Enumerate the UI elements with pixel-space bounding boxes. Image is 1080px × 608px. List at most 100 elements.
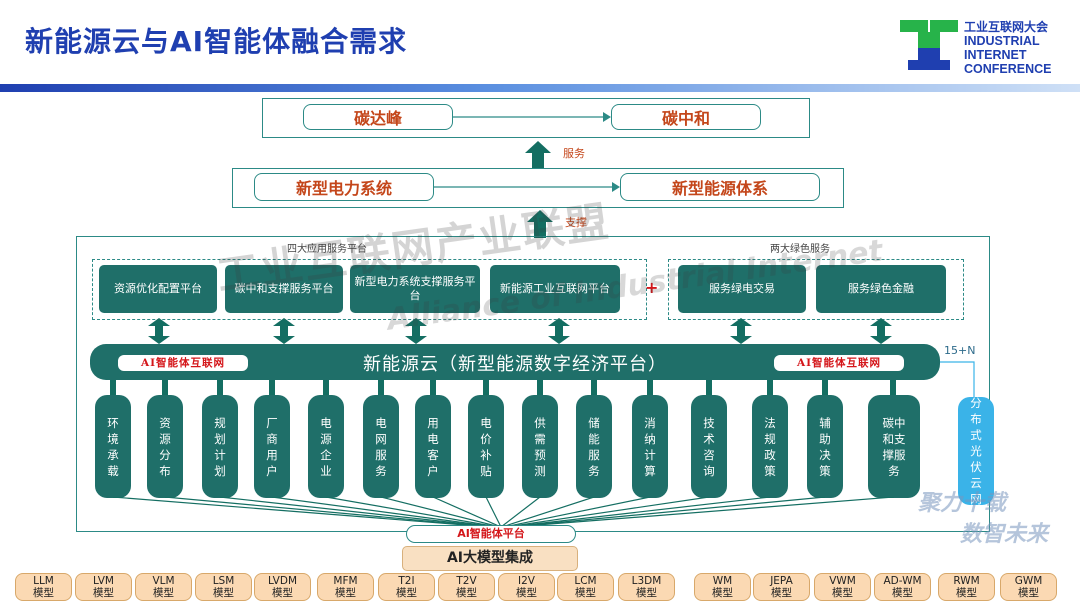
model-name: WM: [712, 575, 733, 587]
model-name: AD-WM: [883, 575, 922, 587]
column-8: 供需预测: [522, 395, 558, 498]
model-sub: 模型: [396, 587, 417, 599]
arrow-right-icon: [434, 182, 620, 192]
support-label: 支撑: [565, 216, 587, 229]
ai-agent-internet-left: AI智能体互联网: [118, 355, 248, 371]
column-4: 电源企业: [308, 395, 344, 498]
model-sub: 模型: [153, 587, 174, 599]
model-name: JEPA: [770, 575, 793, 587]
logo-en-2: INTERNET: [964, 48, 1027, 62]
double-arrow-icon: [730, 318, 752, 344]
double-arrow-icon: [273, 318, 295, 344]
arrow-right-icon: [453, 112, 611, 122]
goal-neutral: 碳中和: [611, 104, 761, 130]
page-title: 新能源云与AI智能体融合需求: [25, 25, 408, 58]
slogan-line-1: 聚力十载: [918, 491, 1007, 516]
logo-en-3: CONFERENCE: [964, 62, 1052, 76]
plus-sign: +: [645, 278, 659, 297]
model-sub: 模型: [712, 587, 733, 599]
side-column: 分布式光伏云网: [958, 396, 994, 506]
green-finance: 服务绿色金融: [816, 265, 946, 313]
up-arrow-icon: [527, 210, 553, 238]
model-name: I2V: [518, 575, 535, 587]
column-11: 技术咨询: [691, 395, 727, 498]
column-13: 辅助决策: [807, 395, 843, 498]
new-energy-cloud: 新能源云（新型能源数字经济平台） AI智能体互联网 AI智能体互联网: [90, 344, 940, 380]
platform-industrial: 新能源工业互联网平台: [490, 265, 620, 313]
model-sub: 模型: [1018, 587, 1039, 599]
header-divider: [0, 84, 1080, 92]
model-name: T2V: [456, 575, 477, 587]
column-6: 用电客户: [415, 395, 451, 498]
ai-agent-platform: AI智能体平台: [406, 525, 576, 543]
slogan-line-2: 数智未来: [960, 522, 1049, 547]
model-name: VLM: [152, 575, 175, 587]
model-name: L3DM: [631, 575, 662, 587]
model-sub: 模型: [272, 587, 293, 599]
up-arrow-icon: [525, 141, 551, 169]
model-sub: 模型: [335, 587, 356, 599]
model-sub: 模型: [832, 587, 853, 599]
model-sub: 模型: [575, 587, 596, 599]
service-label: 服务: [563, 147, 585, 160]
platform-resource: 资源优化配置平台: [99, 265, 217, 313]
ai-model-integration: AI大模型集成: [402, 546, 578, 571]
model-name: RWM: [953, 575, 980, 587]
green-group: [668, 259, 964, 320]
double-arrow-icon: [148, 318, 170, 344]
column-5: 电网服务: [363, 395, 399, 498]
logo-en-1: INDUSTRIAL: [964, 34, 1040, 48]
model-name: LCM: [574, 575, 597, 587]
model-sub: 模型: [771, 587, 792, 599]
model-sub: 模型: [892, 587, 913, 599]
double-arrow-icon: [870, 318, 892, 344]
model-name: T2I: [398, 575, 415, 587]
column-9: 储能服务: [576, 395, 612, 498]
model-name: LSM: [212, 575, 235, 587]
column-3: 厂商用户: [254, 395, 290, 498]
plus-n-label: 15+N: [944, 344, 976, 357]
green-trade: 服务绿电交易: [678, 265, 806, 313]
fan-lines: [112, 497, 895, 527]
model-name: LVM: [93, 575, 114, 587]
system-energy: 新型能源体系: [620, 173, 820, 201]
ai-agent-internet-right: AI智能体互联网: [774, 355, 904, 371]
platform-carbon: 碳中和支撑服务平台: [225, 265, 343, 313]
column-2: 规划计划: [202, 395, 238, 498]
model-name: GWM: [1014, 575, 1043, 587]
model-name: MFM: [333, 575, 358, 587]
model-name: LVDM: [267, 575, 298, 587]
model-name: LLM: [33, 575, 54, 587]
double-arrow-icon: [405, 318, 427, 344]
conference-logo-icon: [900, 20, 958, 70]
column-7: 电价补贴: [468, 395, 504, 498]
connector-line: [940, 361, 975, 398]
model-sub: 模型: [93, 587, 114, 599]
system-power: 新型电力系统: [254, 173, 434, 201]
column-12: 法规政策: [752, 395, 788, 498]
goal-peak: 碳达峰: [303, 104, 453, 130]
column-10: 消纳计算: [632, 395, 668, 498]
platforms-group: [92, 259, 647, 320]
model-sub: 模型: [636, 587, 657, 599]
logo-cn: 工业互联网大会: [964, 20, 1049, 34]
model-sub: 模型: [213, 587, 234, 599]
column-14: 碳中和支撑服务: [868, 395, 920, 498]
